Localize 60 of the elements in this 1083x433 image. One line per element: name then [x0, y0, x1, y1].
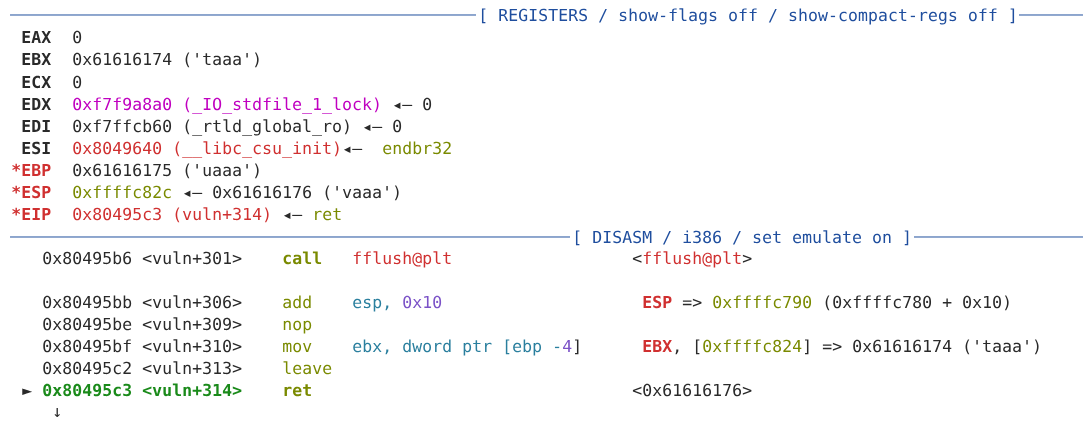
operand: esp,	[353, 298, 389, 312]
instruction-address: 0x80495c3 <vuln+314>	[43, 383, 242, 397]
emulation-note: [	[695, 339, 700, 355]
register-value: 0x61616175 ('uaaa')	[73, 163, 259, 179]
register-value: 0x8049640 (__libc_csu_init)	[73, 141, 339, 158]
mnemonic: nop	[283, 320, 312, 334]
mnemonic: add	[283, 295, 311, 309]
section-header: [ REGISTERS / show-flags off / show-compact-regs off ]	[481, 8, 1015, 25]
section-header: [ DISASM / i386 / set emulate on ]	[575, 230, 909, 246]
operand: fflush@plt	[353, 251, 451, 268]
register-value: 0x61616174 ('taaa')	[73, 52, 259, 68]
emulation-note: <0x61616176>	[632, 383, 752, 397]
mnemonic: ret	[284, 384, 311, 397]
emulation-note: (0xffffc780 + 0x10)	[825, 295, 1009, 311]
emulation-note: ] => 0x61616174 ('taaa')	[805, 339, 1039, 355]
instruction-address: 0x80495bb <vuln+306>	[43, 295, 242, 309]
register-name: EAX	[22, 30, 51, 43]
register-value: 0xffffc82c	[73, 185, 171, 199]
dereference-value: ret	[315, 208, 341, 221]
emulation-note: 0xffffc824	[703, 339, 802, 353]
register-name: ECX	[22, 75, 51, 89]
register-value: 0xf7f9a8a0 (_IO_stdfile_1_lock)	[73, 97, 379, 114]
instruction-address: 0x80495bf <vuln+310>	[43, 339, 242, 353]
register-name: *EBP	[12, 163, 51, 176]
dereference-value: endbr32	[383, 141, 451, 155]
operand: 0x10	[403, 295, 442, 309]
register-value: 0x80495c3 (vuln+314)	[73, 207, 269, 223]
instruction-address: 0x80495be <vuln+309>	[43, 317, 242, 331]
register-value: 0	[73, 75, 82, 89]
instruction-address: 0x80495c2 <vuln+313>	[43, 361, 242, 375]
emulation-note: <	[632, 254, 642, 263]
register-name: EDI	[22, 119, 50, 132]
flow-arrow: ↓	[54, 408, 60, 417]
mnemonic: mov	[283, 342, 312, 353]
emulation-note: ESP	[643, 295, 672, 309]
dereference-value: ◂— 0x61616176 ('vaaa')	[184, 185, 399, 201]
operand: ebx, dword ptr [ebp -	[353, 339, 560, 356]
register-name: *ESP	[12, 185, 51, 199]
pointer-arrow: ◂—	[284, 212, 303, 219]
register-name: *EIP	[12, 207, 51, 220]
mnemonic: call	[283, 251, 322, 265]
register-name: EDX	[22, 97, 51, 110]
register-value: 0	[73, 30, 82, 44]
register-name: ESI	[22, 141, 50, 155]
register-name: EBX	[22, 52, 51, 65]
operand: ]	[575, 339, 579, 355]
register-value: 0xf7ffcb60 (_rtld_global_ro)	[73, 119, 349, 136]
pointer-arrow: ◂—	[344, 146, 363, 153]
emulation-note: EBX	[643, 339, 672, 352]
emulation-note: 0xffffc790	[713, 295, 812, 309]
mnemonic: leave	[283, 361, 332, 375]
emulation-note: ,	[675, 349, 679, 355]
dereference-value: ◂— 0	[394, 97, 432, 111]
emulation-note: >	[742, 254, 752, 263]
emulation-note: fflush@plt	[643, 251, 741, 268]
operand: 4	[563, 339, 572, 352]
emulation-note: =>	[682, 298, 702, 307]
instruction-address: 0x80495b6 <vuln+301>	[43, 251, 242, 265]
current-instruction-marker: ►	[22, 388, 33, 395]
dereference-value: ◂— 0	[364, 119, 402, 133]
